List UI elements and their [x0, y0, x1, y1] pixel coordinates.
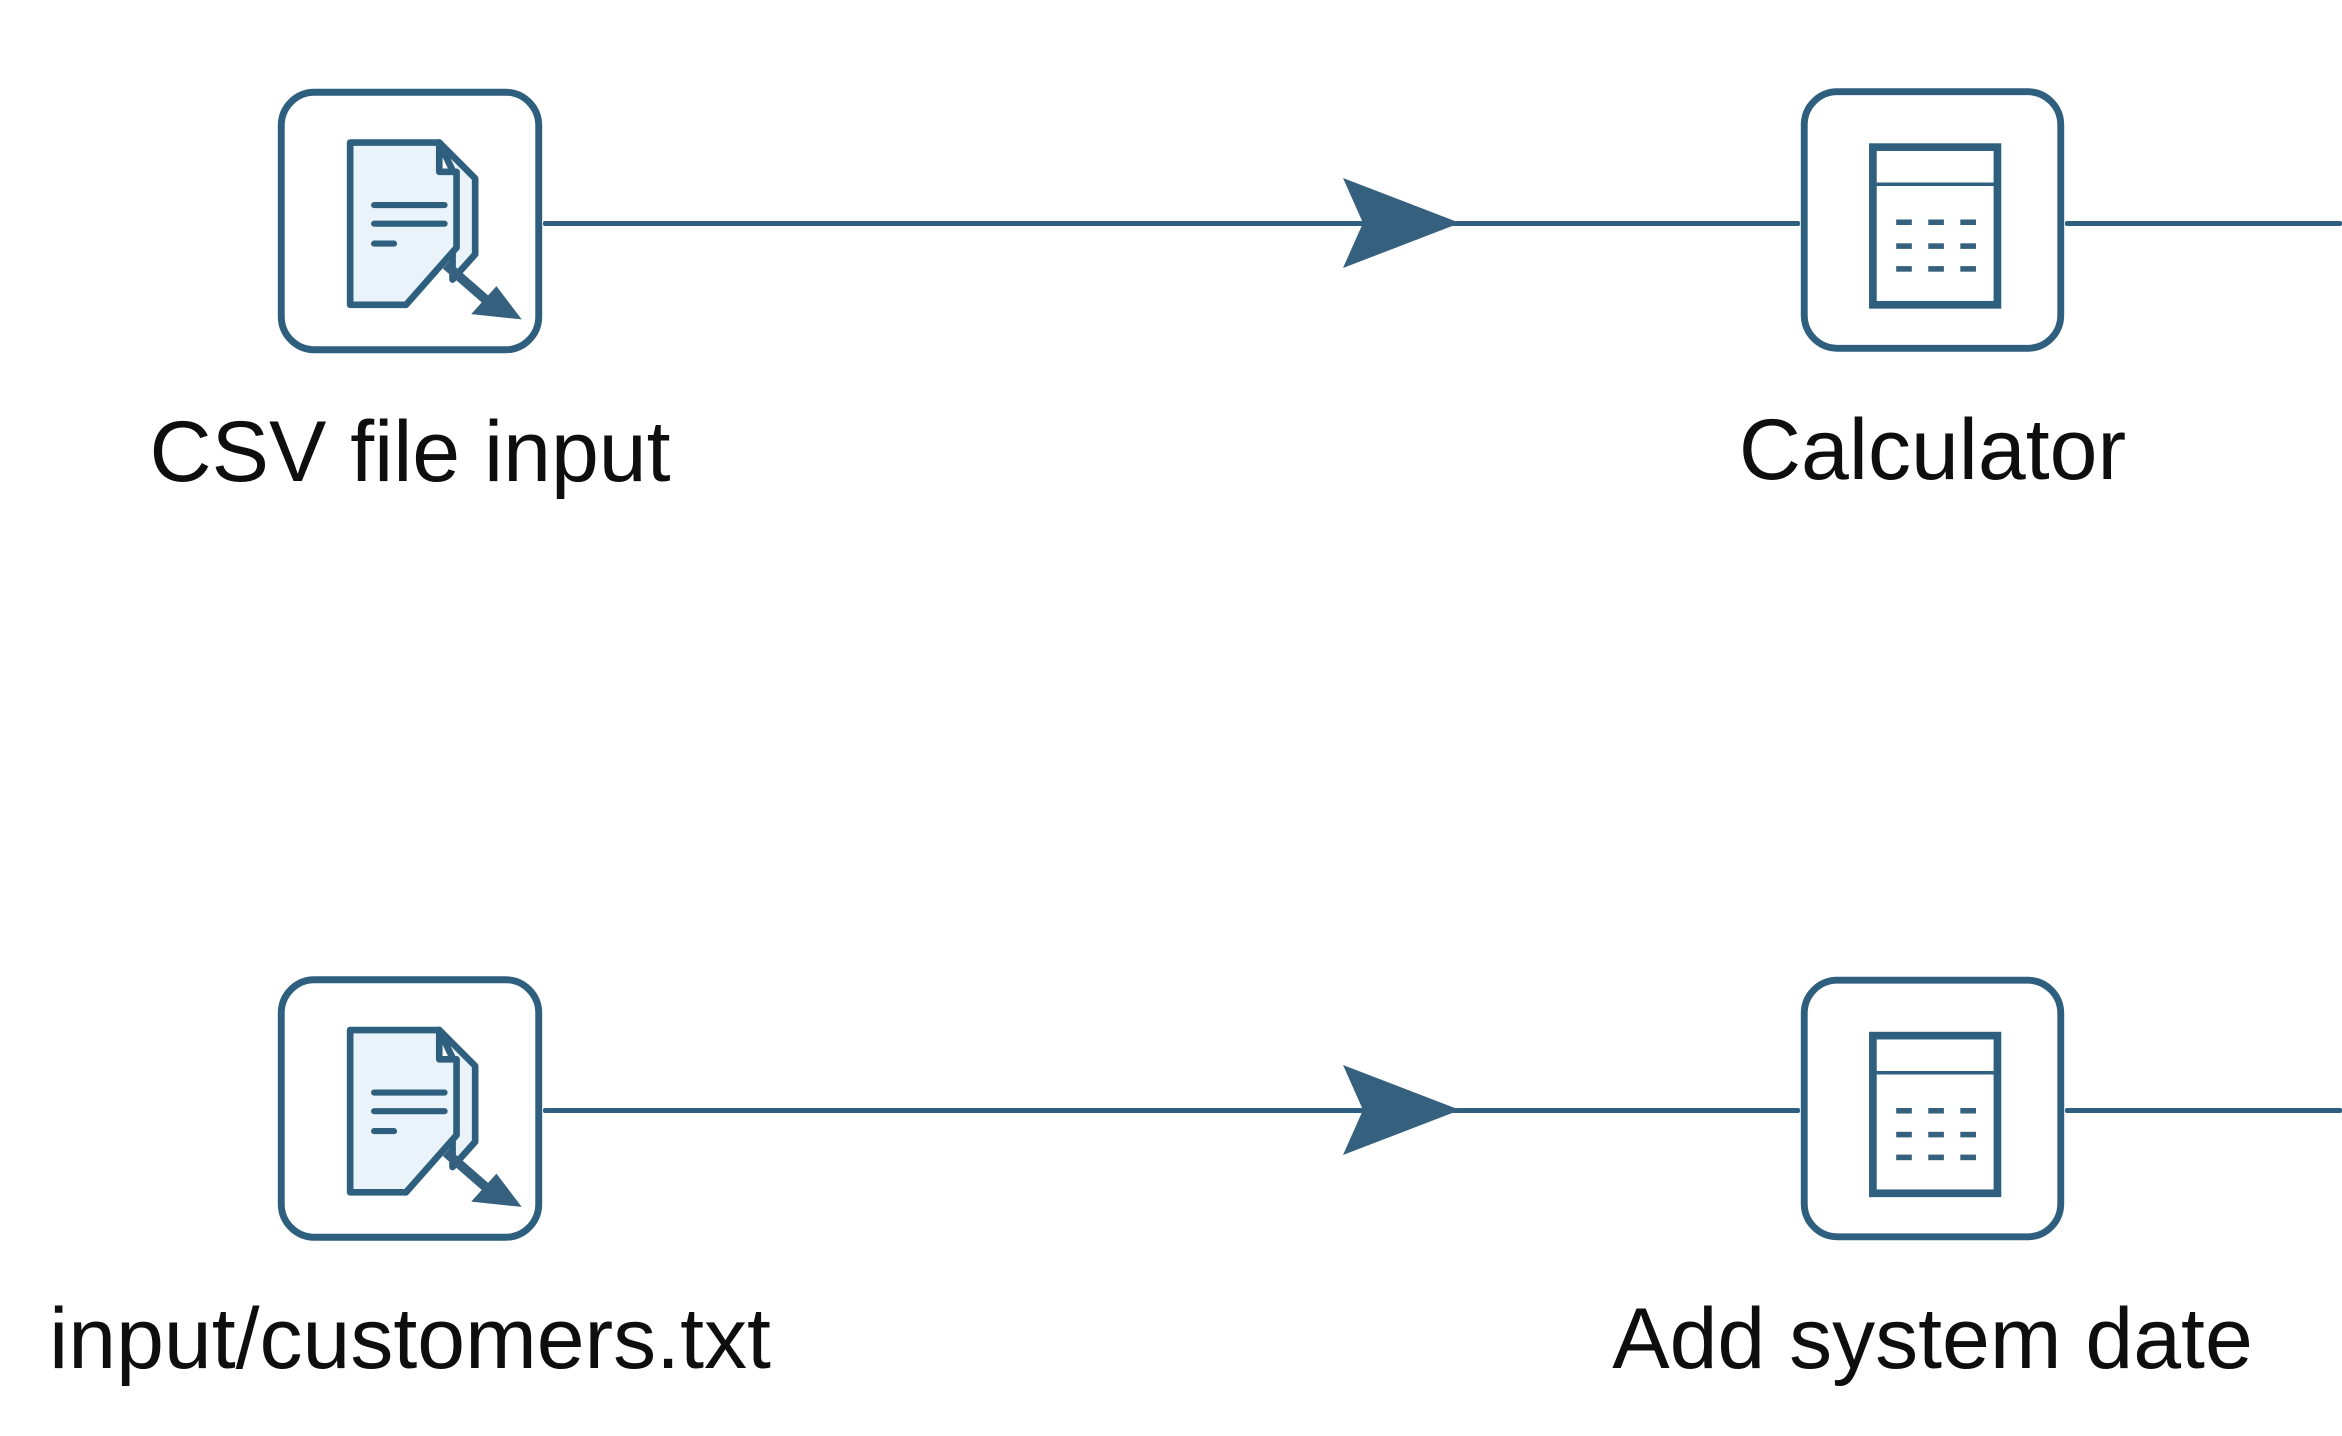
arrow-down-right-glyph	[442, 261, 522, 320]
step-label-csv-file-input[interactable]: CSV file input	[149, 404, 671, 500]
hop-input-customers-to-add-system-date-arrow-icon[interactable]	[1343, 1065, 1460, 1155]
arrow-down-right-glyph	[442, 1148, 522, 1207]
calculator-keys	[1896, 1107, 1976, 1161]
hop-calculator-to-right-edge[interactable]	[2065, 220, 2342, 226]
step-node-input-customers-txt[interactable]: input/customers.txt	[49, 975, 771, 1382]
calculator-keys	[1896, 219, 1976, 272]
calculator-icon	[1800, 976, 2065, 1241]
step-label-calculator[interactable]: Calculator	[1738, 402, 2127, 498]
hop-csv-file-input-to-calculator[interactable]	[543, 220, 1800, 226]
hop-input-customers-to-add-system-date[interactable]	[543, 1107, 1800, 1113]
step-label-add-system-date[interactable]: Add system date	[1612, 1291, 2253, 1387]
step-node-calculator[interactable]: Calculator	[1739, 87, 2126, 493]
hop-csv-file-input-to-calculator-arrow-icon[interactable]	[1343, 178, 1460, 268]
step-label-input-customers-txt[interactable]: input/customers.txt	[49, 1291, 771, 1387]
hop-add-system-date-to-right-edge[interactable]	[2065, 1107, 2342, 1113]
calculator-icon	[1800, 88, 2065, 352]
step-node-csv-file-input[interactable]: CSV file input	[149, 87, 671, 495]
file-input-icon	[277, 976, 543, 1241]
step-node-add-system-date[interactable]: Add system date	[1612, 975, 2253, 1382]
file-input-icon	[277, 88, 543, 354]
